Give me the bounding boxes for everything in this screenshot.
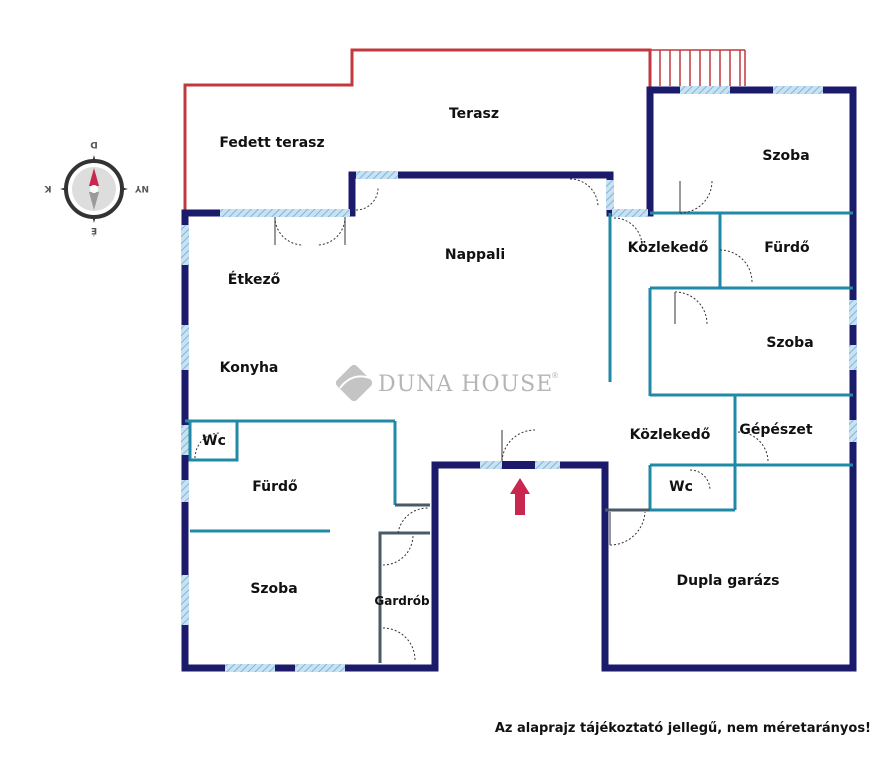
label-wc-right: Wc — [669, 479, 693, 495]
inner-walls — [185, 211, 853, 663]
compass-needle-south — [89, 168, 99, 186]
label-nappali: Nappali — [445, 247, 505, 263]
label-fedett-terasz: Fedett terasz — [219, 135, 324, 151]
compass-north: É — [91, 225, 97, 237]
compass-south: D — [90, 139, 97, 149]
doors — [194, 178, 769, 661]
label-etkezo: Étkező — [228, 271, 281, 288]
room-labels: Terasz Fedett terasz Szoba Nappali Közle… — [202, 106, 814, 608]
label-terasz: Terasz — [449, 106, 499, 122]
label-kozlekedo-top: Közlekedő — [628, 240, 709, 256]
windows — [181, 86, 857, 672]
duna-house-logo: DUNA HOUSE ® — [335, 364, 559, 402]
disclaimer: Az alaprajz tájékoztató jellegű, nem mér… — [495, 721, 871, 736]
label-gardrob: Gardrób — [374, 594, 430, 608]
terrace-stairs — [650, 49, 746, 86]
outer-wall — [181, 86, 857, 672]
compass-needle-north — [89, 192, 99, 210]
compass-east: K — [43, 183, 51, 193]
terrace-outline — [183, 48, 652, 213]
label-kozlekedo-bottom: Közlekedő — [630, 427, 711, 443]
label-gepeszet: Gépészet — [739, 422, 812, 438]
label-wc-left: Wc — [202, 433, 226, 449]
label-konyha: Konyha — [220, 360, 279, 376]
compass-west: NY — [134, 183, 149, 193]
label-dupla-garazs: Dupla garázs — [676, 573, 779, 589]
label-furdo-right: Fürdő — [764, 240, 810, 256]
compass: É K D NY — [43, 139, 149, 237]
label-szoba-top: Szoba — [762, 148, 809, 164]
label-szoba-bottom: Szoba — [250, 581, 297, 597]
label-szoba-mid: Szoba — [766, 335, 813, 351]
label-furdo-left: Fürdő — [252, 479, 298, 495]
entry-arrow — [510, 478, 530, 515]
logo-mark: ® — [551, 371, 559, 380]
logo-text: DUNA HOUSE — [378, 372, 553, 397]
